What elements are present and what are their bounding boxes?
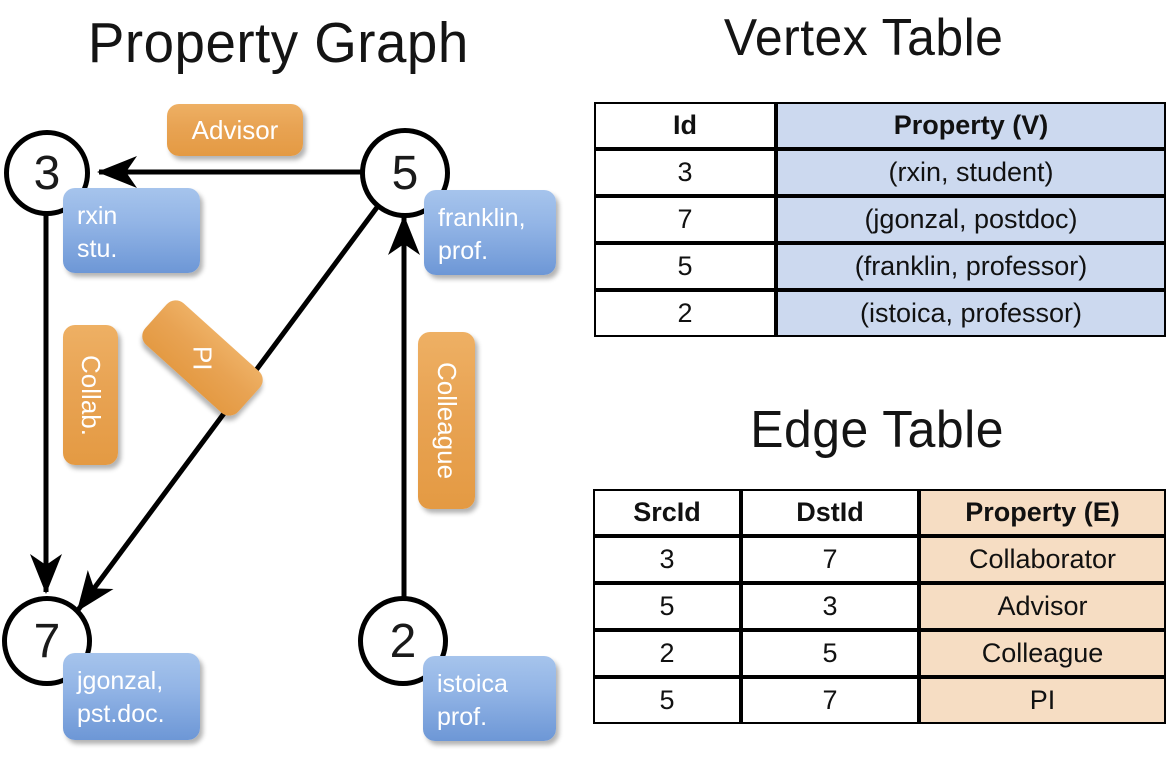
edge-cell-property: Collaborator <box>919 536 1166 583</box>
node-property-box-2[interactable]: istoica prof. <box>423 656 556 741</box>
graph-node-2[interactable]: 2 <box>358 596 448 686</box>
table-row[interactable]: 3 (rxin, student) <box>594 149 1166 196</box>
edge-label-advisor[interactable]: Advisor <box>167 104 303 156</box>
edge-label-collab[interactable]: Collab. <box>63 325 118 465</box>
graph-node-3-label: 3 <box>33 146 61 200</box>
vertex-table-header-row: Id Property (V) <box>594 102 1166 149</box>
node-property-7-line2: pst.doc. <box>77 700 165 728</box>
vertex-table: Id Property (V) 3 (rxin, student) 7 (jgo… <box>594 102 1166 337</box>
table-row[interactable]: 5 3 Advisor <box>593 583 1166 630</box>
graph-node-5[interactable]: 5 <box>360 128 450 218</box>
edge-cell-srcid: 2 <box>593 630 741 677</box>
edge-cell-dstid: 7 <box>741 677 919 724</box>
edge-label-advisor-text: Advisor <box>191 114 279 145</box>
table-row[interactable]: 2 5 Colleague <box>593 630 1166 677</box>
edge-cell-property: Advisor <box>919 583 1166 630</box>
node-property-2-line2: prof. <box>437 703 488 731</box>
edge-cell-property: Colleague <box>919 630 1166 677</box>
vertex-cell-property: (istoica, professor) <box>776 290 1166 337</box>
table-row[interactable]: 5 7 PI <box>593 677 1166 724</box>
vertex-cell-id: 3 <box>594 149 776 196</box>
vertex-table-header-property: Property (V) <box>776 102 1166 149</box>
edge-label-colleague-text: Colleague <box>432 361 462 480</box>
table-row[interactable]: 3 7 Collaborator <box>593 536 1166 583</box>
node-property-box-5[interactable]: franklin, prof. <box>424 190 556 275</box>
edge-table-header-row: SrcId DstId Property (E) <box>593 489 1166 536</box>
edge-cell-srcid: 5 <box>593 677 741 724</box>
edge-cell-property: PI <box>919 677 1166 724</box>
edge-table: SrcId DstId Property (E) 3 7 Collaborato… <box>593 489 1166 724</box>
vertex-cell-property: (jgonzal, postdoc) <box>776 196 1166 243</box>
edge-cell-dstid: 3 <box>741 583 919 630</box>
page-title-vertex-table: Vertex Table <box>723 9 1004 67</box>
vertex-table-header-id: Id <box>594 102 776 149</box>
node-property-3-line2: stu. <box>77 235 118 263</box>
node-property-5-line2: prof. <box>438 237 489 265</box>
vertex-cell-id: 7 <box>594 196 776 243</box>
vertex-cell-id: 5 <box>594 243 776 290</box>
vertex-cell-id: 2 <box>594 290 776 337</box>
edge-table-header-property: Property (E) <box>919 489 1166 536</box>
node-property-2-line1: istoica <box>437 670 508 698</box>
edge-cell-srcid: 3 <box>593 536 741 583</box>
node-property-7-line1: jgonzal, <box>77 667 164 695</box>
table-row[interactable]: 5 (franklin, professor) <box>594 243 1166 290</box>
node-property-box-7[interactable]: jgonzal, pst.doc. <box>63 653 200 740</box>
node-property-box-3[interactable]: rxin stu. <box>63 188 200 273</box>
node-property-5-line1: franklin, <box>438 204 526 232</box>
vertex-cell-property: (franklin, professor) <box>776 243 1166 290</box>
edge-cell-srcid: 5 <box>593 583 741 630</box>
page-title-property-graph: Property Graph <box>87 11 469 75</box>
edge-table-header-dstid: DstId <box>741 489 919 536</box>
edge-label-pi-text: PI <box>187 345 218 371</box>
table-row[interactable]: 7 (jgonzal, postdoc) <box>594 196 1166 243</box>
edge-cell-dstid: 5 <box>741 630 919 677</box>
table-row[interactable]: 2 (istoica, professor) <box>594 290 1166 337</box>
graph-node-5-label: 5 <box>391 146 419 200</box>
vertex-cell-property: (rxin, student) <box>776 149 1166 196</box>
page-title-edge-table: Edge Table <box>750 401 1004 459</box>
edge-label-colleague[interactable]: Colleague <box>418 332 475 509</box>
edge-cell-dstid: 7 <box>741 536 919 583</box>
edge-label-collab-text: Collab. <box>76 354 106 436</box>
edge-table-header-srcid: SrcId <box>593 489 741 536</box>
graph-node-2-label: 2 <box>389 614 417 668</box>
node-property-3-line1: rxin <box>77 202 118 230</box>
graph-node-7-label: 7 <box>33 614 61 668</box>
